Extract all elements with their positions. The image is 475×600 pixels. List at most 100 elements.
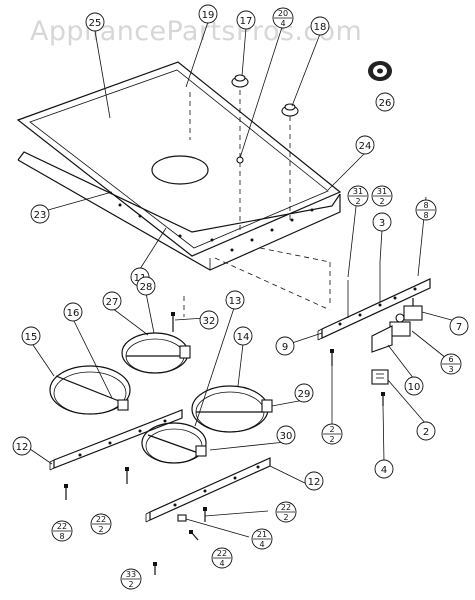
svg-text:2: 2 [329,435,334,444]
callout-26: 26 [375,92,395,112]
leader-lines [29,21,460,538]
callout-6-3: 6 3 [440,353,462,375]
svg-text:8: 8 [59,532,64,541]
svg-text:4: 4 [280,19,285,28]
svg-text:2: 2 [283,513,288,522]
callout-30: 30 [276,425,296,445]
svg-text:10: 10 [408,382,421,393]
callout-20-4: 20 4 [272,7,294,29]
callout-32: 32 [199,310,219,330]
bottom-panel [17,151,341,271]
svg-text:12: 12 [16,442,29,453]
callout-2: 2 [416,421,436,441]
callout-15: 15 [21,326,41,346]
svg-text:18: 18 [314,22,327,33]
callout-25: 25 [85,12,105,32]
terminal-block-2 [371,369,389,385]
svg-text:2: 2 [98,525,103,534]
svg-text:2: 2 [379,197,384,206]
svg-text:20: 20 [278,9,288,18]
callout-19: 19 [198,4,218,24]
svg-text:30: 30 [280,431,293,442]
svg-text:19: 19 [202,10,215,21]
svg-text:2: 2 [329,425,334,434]
svg-text:23: 23 [34,210,47,221]
switch-6 [389,313,411,337]
svg-text:2: 2 [423,427,429,438]
callout-8-8: 8 8 [415,199,437,221]
svg-text:31: 31 [353,187,363,196]
svg-text:25: 25 [89,18,102,29]
svg-text:14: 14 [237,332,250,343]
screws [64,312,207,575]
svg-text:33: 33 [126,570,136,579]
callout-12-left: 12 [12,436,32,456]
callout-18: 18 [310,16,330,36]
svg-text:3: 3 [448,365,453,374]
callout-3: 3 [372,212,392,232]
svg-text:17: 17 [240,16,253,27]
callout-4: 4 [374,459,394,479]
svg-text:6: 6 [448,355,453,364]
callout-22-2: 22 2 [90,513,112,535]
assembly-guide-lines [183,90,331,317]
cooktop-glass [16,61,342,257]
svg-text:29: 29 [298,389,311,400]
callout-22-2b: 22 2 [275,501,297,523]
svg-text:22: 22 [281,503,291,512]
svg-text:8: 8 [423,211,428,220]
callout-31-2a: 31 2 [347,185,369,207]
svg-text:4: 4 [219,559,224,568]
svg-text:21: 21 [257,530,267,539]
knob-18 [281,103,299,117]
svg-text:22: 22 [57,522,67,531]
svg-text:8: 8 [423,201,428,210]
callout-13: 13 [225,290,245,310]
callout-33-2: 33 2 [120,568,142,590]
svg-text:4: 4 [381,465,387,476]
callout-24: 24 [355,135,375,155]
bracket-10 [371,325,393,353]
callout-22-8: 22 8 [51,520,73,542]
callout-2-2: 2 2 [321,423,343,445]
element-15 [49,365,131,415]
callout-23: 23 [30,204,50,224]
svg-text:2: 2 [128,580,133,589]
switch-7 [403,298,423,321]
svg-text:22: 22 [217,549,227,558]
svg-text:4: 4 [259,540,264,549]
callout-27: 27 [102,291,122,311]
svg-text:31: 31 [377,187,387,196]
screw-4 [381,392,385,406]
element-13 [141,422,207,464]
watermark: AppliancePartsPros.com [30,16,363,47]
callout-12-right: 12 [304,471,324,491]
grommet-26 [368,61,392,81]
callout-7: 7 [449,316,469,336]
svg-text:22: 22 [96,515,106,524]
svg-text:13: 13 [229,296,242,307]
svg-text:3: 3 [379,218,385,229]
callout-9: 9 [275,336,295,356]
svg-text:24: 24 [359,141,372,152]
svg-text:26: 26 [379,98,392,109]
svg-text:32: 32 [203,316,216,327]
screw-left [330,349,334,366]
knob-17 [231,74,249,88]
svg-text:28: 28 [140,282,153,293]
svg-text:15: 15 [25,332,38,343]
callout-14: 14 [233,326,253,346]
callout-29: 29 [294,383,314,403]
svg-text:7: 7 [456,322,462,333]
svg-text:12: 12 [308,477,321,488]
svg-text:27: 27 [106,297,119,308]
callout-22-4: 22 4 [211,547,233,569]
svg-text:11: 11 [134,273,147,284]
svg-text:9: 9 [282,342,288,353]
element-14 [191,385,273,433]
callout-21-4: 21 4 [251,528,273,550]
svg-text:2: 2 [355,197,360,206]
bracket-12-left [49,409,183,471]
callout-17: 17 [236,10,256,30]
